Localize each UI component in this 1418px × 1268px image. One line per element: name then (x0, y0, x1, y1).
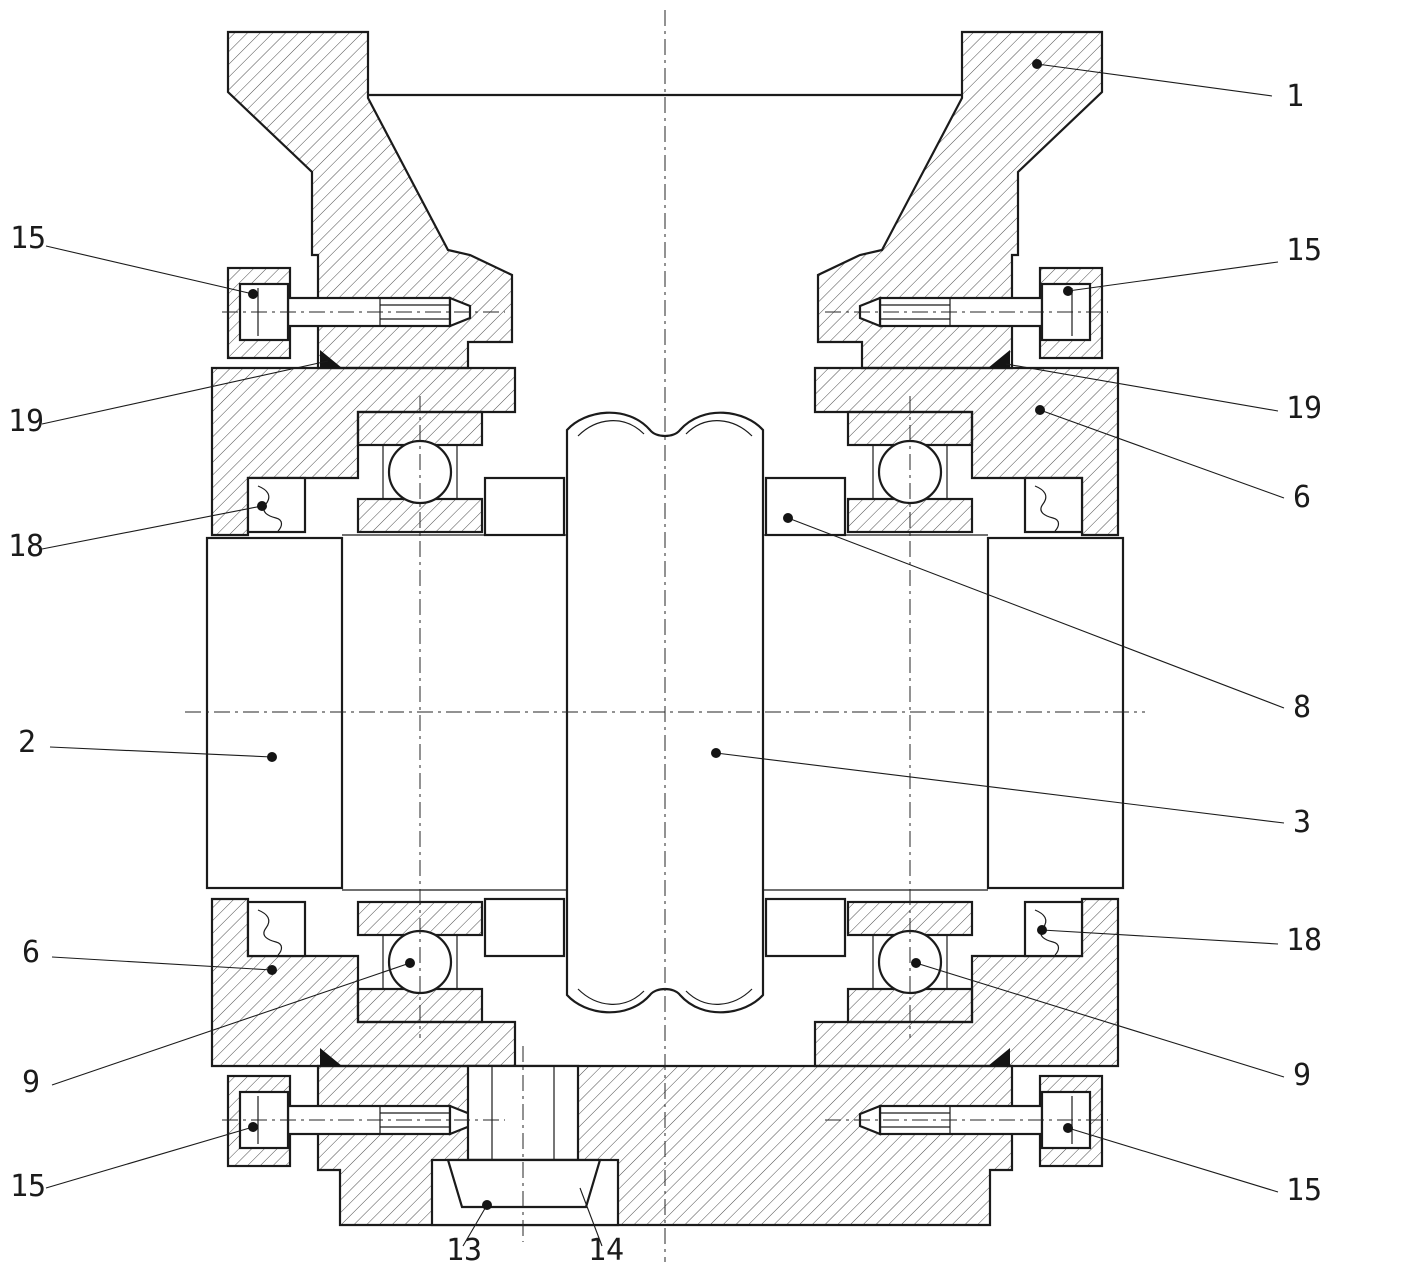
seal-mark-bottom-left (320, 1048, 342, 1066)
callout-leader-15 (1067, 1127, 1279, 1193)
callout-label-2: 2 (18, 725, 36, 760)
seal-top-left (246, 476, 307, 534)
callout-dot-6 (1035, 405, 1045, 415)
callout-label-13: 13 (446, 1233, 482, 1268)
callout-dot-6 (267, 965, 277, 975)
callout-dot-3 (711, 748, 721, 758)
callout-leader-14 (579, 1187, 603, 1247)
spacer-bottom-right (764, 897, 847, 958)
callout-leader-18 (41, 505, 263, 550)
callout-dot-9 (405, 958, 415, 968)
callout-leader-9 (51, 962, 411, 1086)
centerlines (185, 10, 1145, 1262)
seal-marks (320, 350, 1010, 1066)
spacer-top-right (764, 476, 847, 537)
callout-leader-6 (51, 956, 273, 971)
callout-dot-18 (1037, 925, 1047, 935)
callout-leader-13 (462, 1204, 488, 1247)
callout-leader-6 (1039, 409, 1285, 499)
cylinder-left (205, 536, 344, 890)
callout-label-15: 15 (10, 1169, 46, 1204)
callout-dot-15 (248, 289, 258, 299)
callout-label-18: 18 (1286, 923, 1322, 958)
flange-left-section (226, 30, 514, 370)
callout-leader-1 (1036, 63, 1273, 97)
seal-mark-top-right (988, 350, 1010, 368)
callouts: 1 15 15 19 19 6 18 2 8 3 6 18 9 9 15 15 13 14 (8, 59, 1322, 1268)
flange-right-section (816, 30, 1104, 370)
callout-leader-15 (45, 245, 254, 295)
callout-dot-18 (257, 501, 267, 511)
callout-dot-15 (1063, 1123, 1073, 1133)
callout-leader-18 (1041, 929, 1279, 945)
callout-label-15: 15 (1286, 233, 1322, 268)
callout-dot-9 (911, 958, 921, 968)
callout-leader-19 (41, 360, 329, 425)
callout-label-6: 6 (22, 935, 40, 970)
callout-leader-9 (915, 962, 1285, 1078)
callout-label-19: 19 (1286, 391, 1322, 426)
callout-leader-19 (1005, 363, 1279, 412)
callout-leader-2 (49, 746, 273, 758)
seal-bottom-left (246, 900, 307, 958)
callout-label-15: 15 (1286, 1173, 1322, 1208)
callout-leader-8 (787, 517, 1285, 709)
callout-label-3: 3 (1293, 805, 1311, 840)
white-parts (205, 282, 1125, 1227)
callout-label-14: 14 (588, 1233, 624, 1268)
callout-dot-13 (482, 1200, 492, 1210)
detail-lines (342, 93, 988, 891)
seal-mark-bottom-right (988, 1048, 1010, 1066)
shaft-bottom-left-arc (577, 988, 645, 1005)
cylinder-right (986, 536, 1125, 890)
shaft-bottom-right-arc (685, 988, 753, 1005)
callout-dot-15 (248, 1122, 258, 1132)
callout-label-18: 18 (8, 529, 44, 564)
shaft-top-right-arc (685, 420, 753, 437)
callout-label-8: 8 (1293, 690, 1311, 725)
seal-mark-top-left (320, 350, 342, 368)
spacer-bottom-left (483, 897, 566, 958)
callout-dot-8 (783, 513, 793, 523)
seal-bottom-right (1023, 900, 1084, 958)
callout-label-9: 9 (1293, 1058, 1311, 1093)
shaft-top-left-arc (577, 420, 645, 437)
spacer-top-left (483, 476, 566, 537)
callout-leader-15 (45, 1126, 254, 1189)
callout-label-1: 1 (1286, 79, 1304, 114)
bearing-balls (382, 439, 948, 995)
callout-dot-2 (267, 752, 277, 762)
fitting-cover (446, 1158, 602, 1209)
callout-label-9: 9 (22, 1065, 40, 1100)
seal-top-right (1023, 476, 1084, 534)
callout-leader-15 (1067, 261, 1279, 292)
callout-dot-1 (1032, 59, 1042, 69)
callout-label-19: 19 (8, 404, 44, 439)
callout-dot-15 (1063, 286, 1073, 296)
callout-leader-3 (715, 752, 1285, 824)
housing-top-left (210, 366, 517, 537)
callout-label-15: 15 (10, 221, 46, 256)
callout-label-6: 6 (1293, 480, 1311, 515)
